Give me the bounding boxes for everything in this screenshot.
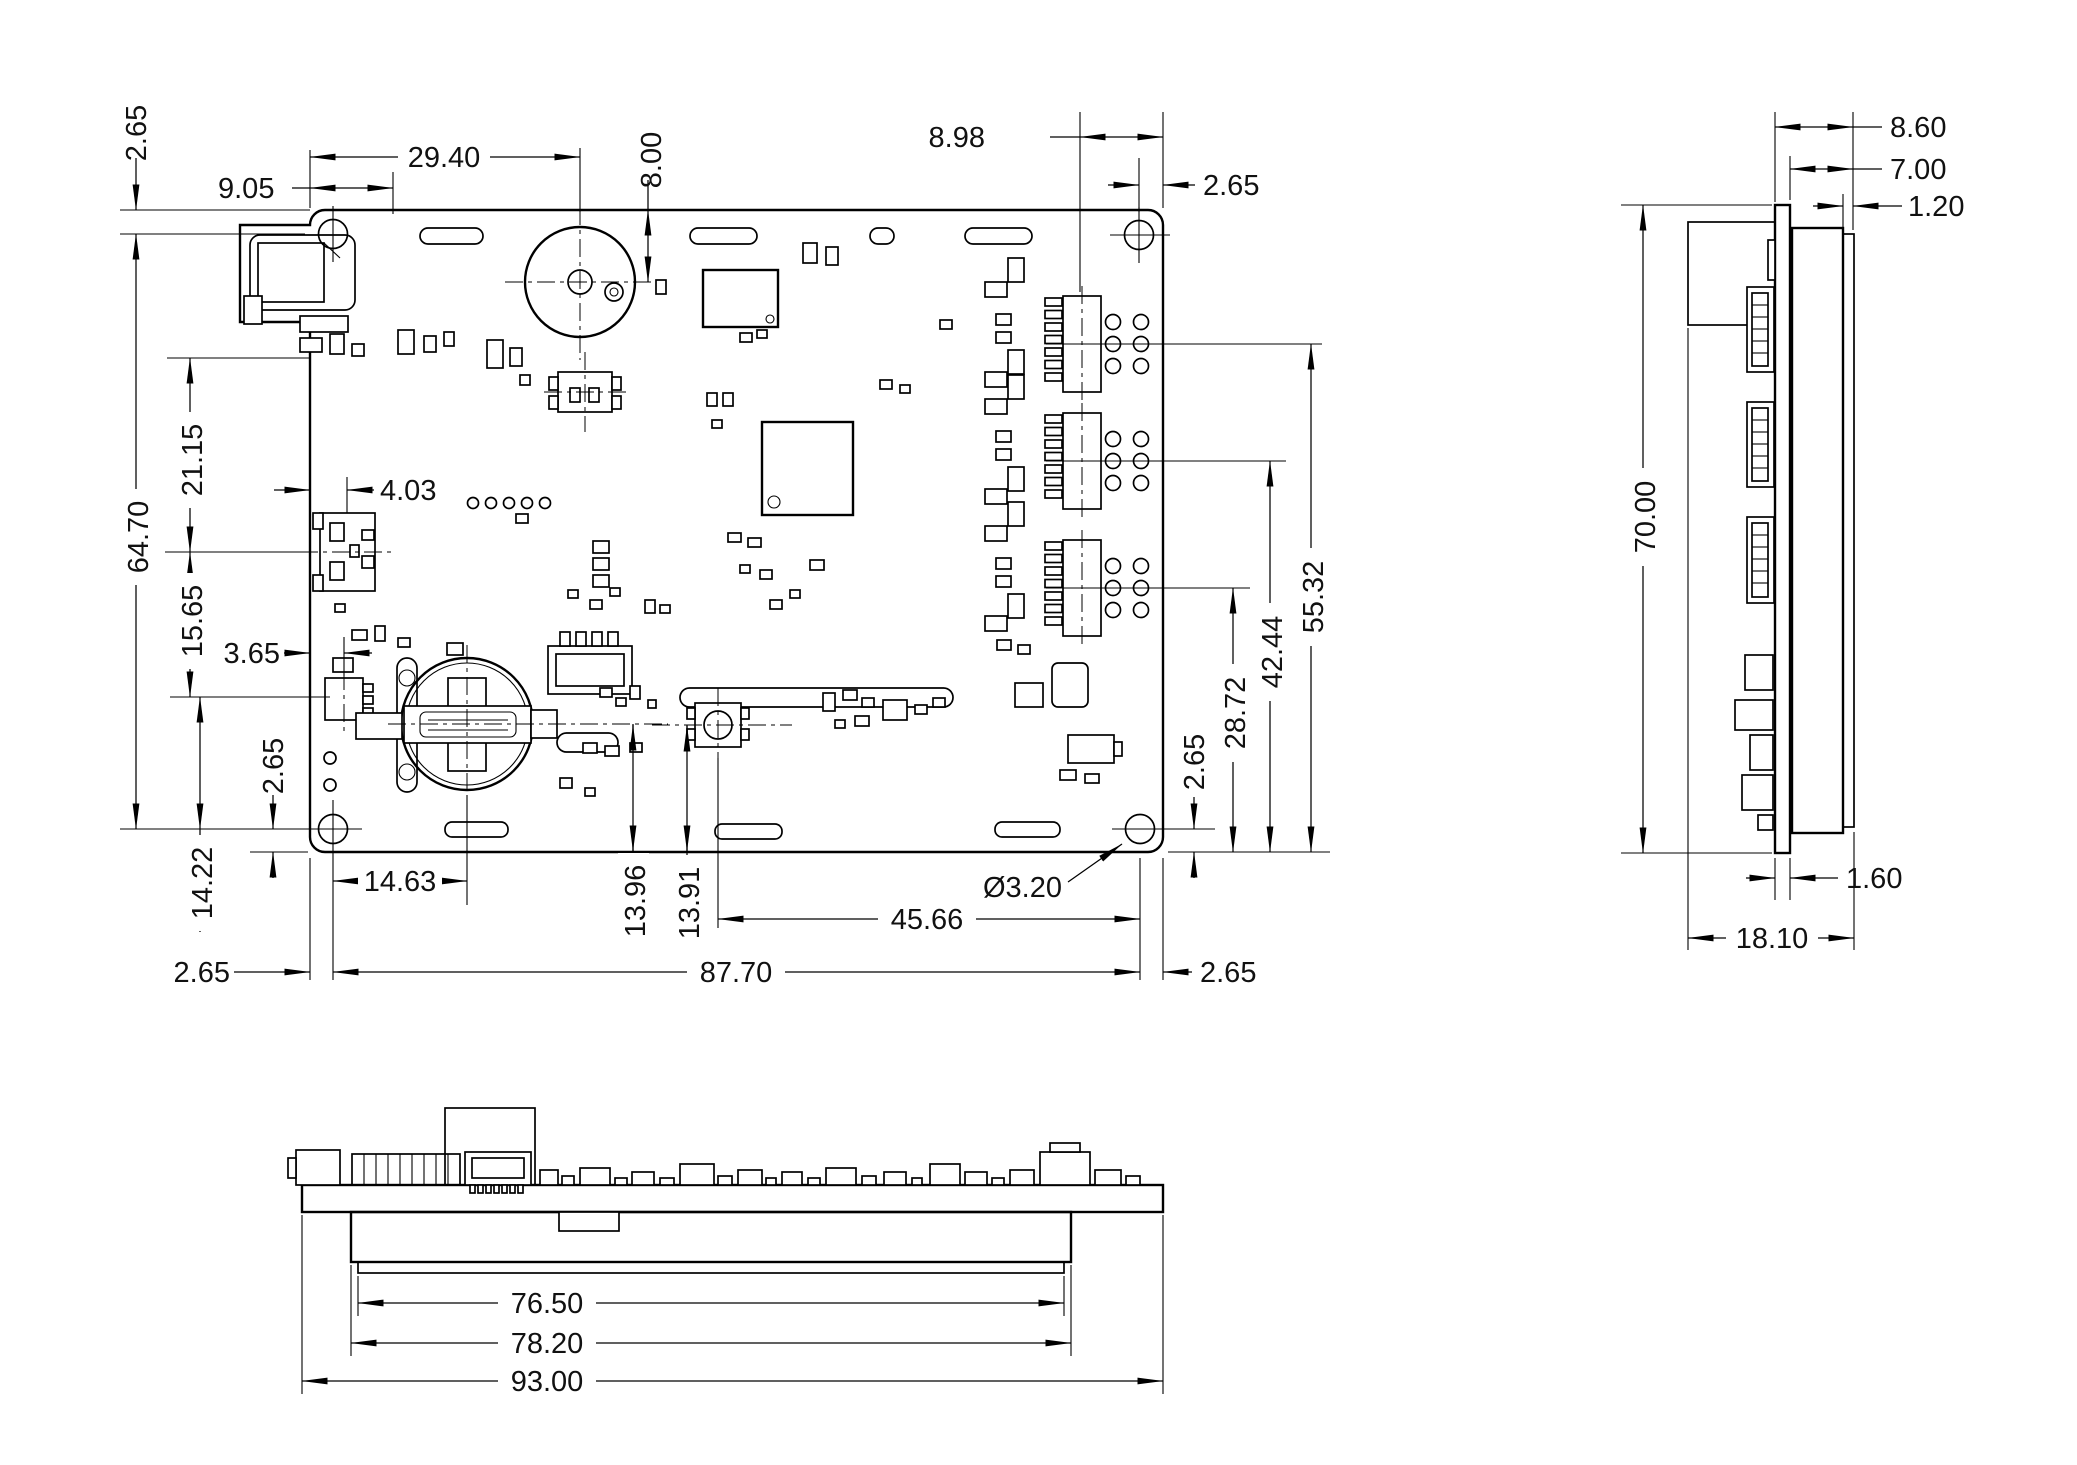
dim-1-60: 1.60 [1846,863,1902,895]
dim-14-63: 14.63 [364,866,437,898]
bottom-view: 76.50 78.20 93.00 [287,1107,1165,1398]
audio-jack [1059,734,1123,784]
top-view: 2.65 64.70 9.05 29.40 8.00 8.98 2.65 [120,105,1330,989]
dim-1-20: 1.20 [1908,191,1964,223]
dim-28-72: 28.72 [1220,677,1252,750]
dim-2-65-left: 2.65 [258,738,290,794]
board-tab [558,1211,620,1232]
dim-2-65-top-left: 2.65 [121,105,153,161]
dim-55-32: 55.32 [1298,561,1330,634]
board-outline [238,208,1165,854]
top-view-dimensions: 2.65 64.70 9.05 29.40 8.00 8.98 2.65 [120,105,1330,989]
dim-7-00: 7.00 [1890,154,1946,186]
dim-13-91: 13.91 [674,867,706,940]
sd-card-slot [243,234,356,333]
dim-21-15: 21.15 [177,424,209,497]
buzzer [505,207,663,360]
test-points [323,496,552,792]
coin-battery-holder [355,645,668,805]
micro-usb-connector [300,512,392,592]
dim-78-20: 78.20 [511,1328,584,1360]
dim-14-22: 14.22 [187,847,219,920]
dim-4-03: 4.03 [380,475,436,507]
side-view: 70.00 8.60 7.00 1.20 1.60 18.10 [1621,112,1964,955]
side-connectors [1734,239,1776,831]
push-button [652,688,792,762]
dim-87-70: 87.70 [700,957,773,989]
bottom-view-components [287,1107,1141,1194]
display-glass-profile [1842,233,1855,828]
main-ic [760,420,855,517]
dim-70-00: 70.00 [1630,481,1662,554]
dim-8-98: 8.98 [929,122,985,154]
dim-18-10: 18.10 [1736,923,1809,955]
rf-module [701,268,780,329]
dim-15-65: 15.65 [177,585,209,658]
dim-hole-diameter: Ø3.20 [983,872,1062,904]
dim-93-00: 93.00 [511,1366,584,1398]
dim-9-05: 9.05 [218,173,274,205]
dim-2-65-right: 2.65 [1179,734,1211,790]
dim-8-60: 8.60 [1890,112,1946,144]
display-glass-edge [357,1261,1065,1274]
routing-slot [679,687,954,708]
dim-2-65-bottom-left: 2.65 [174,957,230,989]
pcb-edge [1773,203,1792,855]
dim-2-65-bottom-right: 2.65 [1200,957,1256,989]
smd-components [299,242,1089,797]
power-connector [544,352,627,432]
dim-76-50: 76.50 [511,1288,584,1320]
dim-3-65: 3.65 [224,638,280,670]
dim-8-00: 8.00 [636,132,668,188]
dim-45-66: 45.66 [891,904,964,936]
side-view-dimensions: 70.00 8.60 7.00 1.20 1.60 18.10 [1621,112,1964,955]
dim-42-44: 42.44 [1257,616,1289,689]
dim-2-65-top-right: 2.65 [1203,170,1259,202]
jst-connector [547,631,633,695]
dim-64-70: 64.70 [123,501,155,574]
dim-13-96: 13.96 [620,865,652,938]
dim-29-40: 29.40 [408,142,481,174]
bottom-view-dimensions: 76.50 78.20 93.00 [301,1215,1164,1398]
header-connector-1 [1044,286,1150,402]
